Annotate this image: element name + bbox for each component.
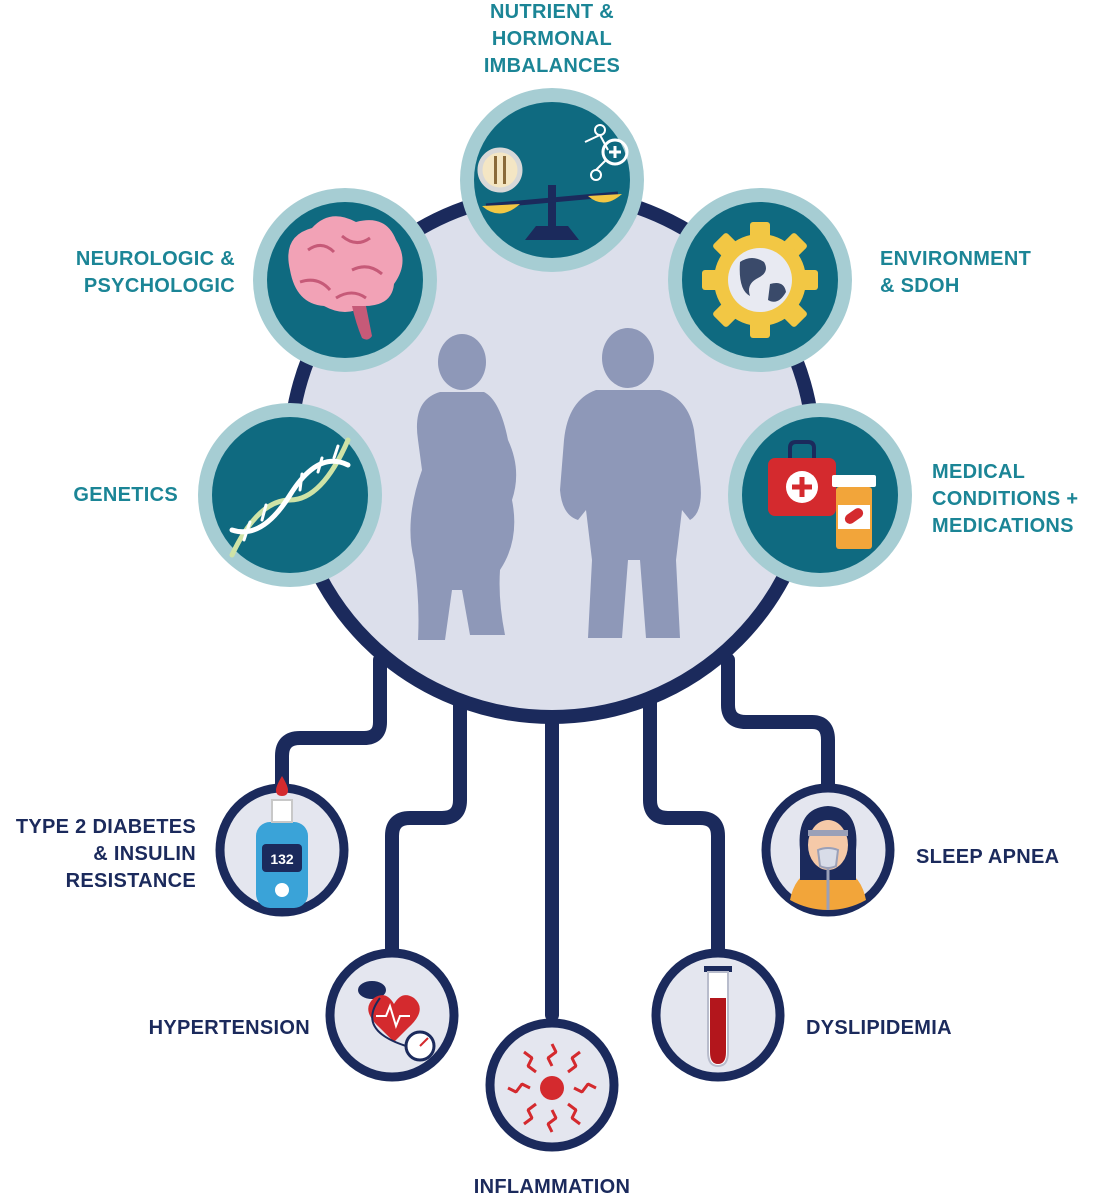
dna-icon [229, 437, 351, 558]
condition-circle-dyslipidemia [651, 948, 785, 1082]
label-medical: MEDICAL CONDITIONS + MEDICATIONS [932, 461, 1079, 537]
cpap-mask-icon [790, 806, 866, 910]
balance-scale-icon [477, 124, 629, 240]
condition-circle-sleep-apnea [761, 783, 895, 917]
label-neuro: NEUROLOGIC & PSYCHOLOGIC [75, 248, 235, 297]
cause-circle-environment [668, 188, 852, 372]
label-environment: ENVIRONMENT & SDOH [880, 248, 1032, 297]
people-silhouette-icon [410, 328, 701, 640]
inflammation-burst-icon [507, 1043, 597, 1133]
cause-circle-nutrient [460, 88, 644, 272]
glucose-meter-icon: 132 [256, 776, 308, 908]
cause-circle-medical [728, 403, 912, 587]
cause-circle-neuro [253, 188, 437, 372]
label-hypertension: HYPERTENSION [148, 1017, 310, 1039]
connector-hypertension [385, 693, 467, 962]
connector-sleep-apnea [721, 653, 835, 797]
blood-tube-icon [704, 966, 732, 1068]
condition-circle-inflammation [485, 1018, 619, 1152]
label-genetics: GENETICS [73, 484, 178, 506]
medical-kit-pills-icon [768, 440, 876, 549]
woman-silhouette [410, 334, 517, 640]
label-dyslipidemia: DYSLIPIDEMIA [806, 1017, 952, 1039]
label-diabetes: TYPE 2 DIABETES & INSULIN RESISTANCE [15, 816, 196, 892]
label-nutrient: NUTRIENT & HORMONAL IMBALANCES [483, 1, 621, 77]
globe-gear-icon [702, 222, 818, 338]
label-inflammation: INFLAMMATION [473, 1176, 631, 1198]
brain-icon [288, 216, 403, 340]
cause-circle-genetics [198, 403, 382, 587]
blood-pressure-icon [358, 981, 436, 1062]
connector-diabetes [275, 653, 387, 797]
connector-lines [275, 653, 835, 1022]
label-sleep-apnea: SLEEP APNEA [916, 846, 1060, 868]
meter-reading: 132 [270, 851, 294, 867]
condition-circle-hypertension [325, 948, 459, 1082]
condition-circle-diabetes: 132 [215, 776, 349, 917]
man-silhouette [560, 328, 701, 638]
connector-dyslipidemia [643, 693, 725, 962]
